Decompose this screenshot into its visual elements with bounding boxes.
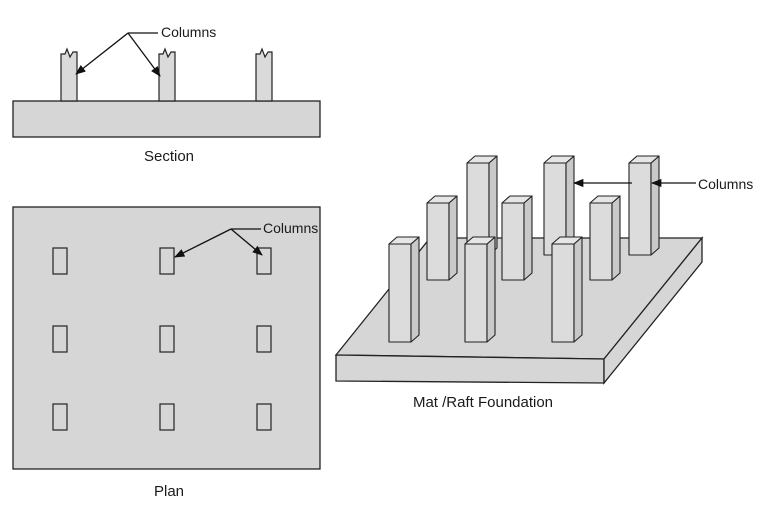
iso-caption: Mat /Raft Foundation: [413, 394, 553, 411]
section-columns-label: Columns: [161, 24, 216, 40]
iso-column: [551, 236, 583, 343]
plan-column: [256, 403, 272, 431]
iso-column: [464, 236, 496, 343]
plan-column: [159, 247, 175, 275]
plan-columns-label: Columns: [263, 220, 318, 236]
plan-view: Columns Plan: [12, 206, 321, 500]
iso-slab-side: [603, 236, 703, 385]
section-column-3: [255, 47, 273, 102]
section-column-1: [60, 47, 78, 102]
section-arrow-2: [127, 32, 161, 77]
iso-column: [466, 155, 498, 256]
iso-slab-front: [335, 354, 605, 384]
plan-column: [52, 247, 68, 275]
plan-column: [256, 325, 272, 353]
plan-column-grid: [52, 247, 272, 431]
section-caption: Section: [144, 148, 194, 165]
iso-column: [628, 155, 660, 256]
iso-columns: [388, 155, 660, 343]
plan-arrow-1: [174, 228, 232, 258]
plan-column: [52, 325, 68, 353]
plan-caption: Plan: [154, 483, 184, 500]
iso-column: [589, 195, 621, 281]
plan-column: [52, 403, 68, 431]
isometric-view: Columns Mat /Raft Foundation: [334, 155, 753, 411]
plan-column: [159, 325, 175, 353]
iso-column: [501, 195, 533, 281]
plan-arrow-2: [230, 228, 263, 256]
iso-columns-label: Columns: [698, 176, 753, 192]
iso-column: [388, 236, 420, 343]
section-column-2: [158, 47, 176, 102]
section-view: Columns Section: [12, 24, 321, 165]
section-arrow-1: [75, 32, 129, 75]
plan-column: [159, 403, 175, 431]
section-slab: [12, 100, 321, 138]
iso-column: [426, 195, 458, 281]
